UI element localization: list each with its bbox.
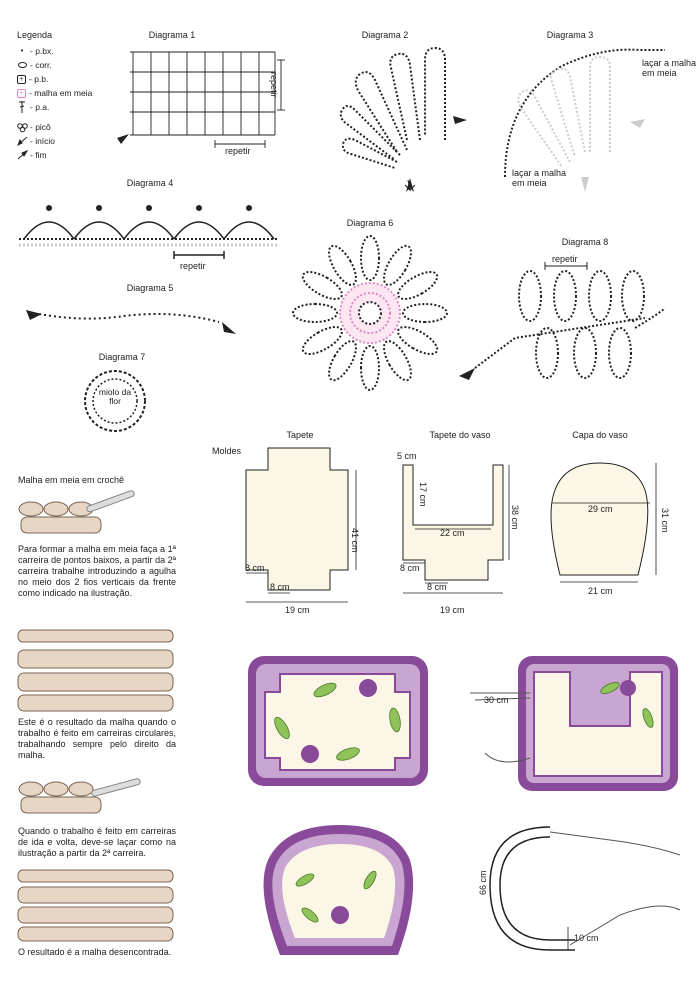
legend-item: - corr. [17, 58, 92, 72]
legend-item: - p.a. [17, 100, 92, 114]
legend-label: - p.b. [29, 74, 49, 84]
tapete-vaso-notch: 17 cm [418, 482, 428, 507]
diagram-4 [19, 205, 279, 259]
half-stitch-icon: + [17, 88, 26, 98]
tapete-width: 19 cm [285, 605, 310, 615]
tapete-title: Tapete [286, 430, 314, 440]
legend: Legenda • - p.bx. - corr. +- p.b. +- malh… [16, 30, 92, 162]
end-arrow-icon [17, 149, 28, 160]
tie-length: 66 cm [478, 870, 488, 895]
capa-pattern [550, 462, 657, 583]
tutorial-p4: O resultado é a malha desencontrada. [18, 947, 172, 957]
capa-height: 31 cm [660, 508, 670, 533]
diagram-6-title: Diagrama 6 [346, 218, 394, 228]
tapete-vaso-w2: 8 cm [427, 582, 447, 592]
diagram-1-title: Diagrama 1 [148, 30, 196, 40]
tutorial-illustration-1 [18, 490, 135, 534]
diagram-1-repeat-h: repetir [225, 146, 251, 156]
picot-icon [16, 122, 28, 132]
start-arrow-icon [16, 136, 27, 147]
capa-top: 29 cm [588, 504, 613, 514]
tutorial-title: Malha em meia em crochê [18, 475, 125, 485]
tie-gap: 10 cm [574, 933, 599, 943]
diagram-3 [504, 48, 665, 192]
tutorial-illustration-4 [17, 869, 174, 942]
tapete-w1: 8 cm [245, 563, 265, 573]
diagram-2 [339, 46, 467, 192]
legend-label: - corr. [30, 60, 52, 70]
capa-bottom: 21 cm [588, 586, 613, 596]
diagram-5-title: Diagrama 5 [126, 283, 174, 293]
diagram-1 [117, 51, 285, 148]
tapete-vaso-inner: 22 cm [440, 528, 465, 538]
legend-label: - malha em meia [29, 88, 93, 98]
diagram-5 [26, 310, 236, 334]
tapete-height: 41 cm [350, 528, 360, 553]
legend-item: • - p.bx. [17, 44, 92, 58]
diagram-4-repeat: repetir [180, 261, 206, 271]
tapete-vaso-top: 5 cm [397, 451, 417, 461]
capa-title: Capa do vaso [572, 430, 628, 440]
tutorial-illustration-2 [17, 629, 174, 712]
finished-tie [489, 826, 681, 951]
legend-item: - fim [17, 148, 92, 162]
legend-label: - p.a. [30, 102, 50, 112]
diagram-4-title: Diagrama 4 [126, 178, 174, 188]
tapete-vaso-width: 19 cm [440, 605, 465, 615]
tutorial-p3: Quando o trabalho é feito em carreiras d… [18, 826, 176, 858]
single-crochet-icon: + [17, 74, 26, 84]
diagram-7 [84, 370, 146, 432]
finished-vase-cover [263, 825, 414, 955]
double-crochet-icon [17, 101, 27, 113]
tutorial-illustration-3 [18, 778, 141, 814]
diagram-3-note-top: laçar a malha em meia [642, 58, 697, 78]
legend-label: - picô [30, 122, 51, 132]
legend-label: - p.bx. [30, 46, 54, 56]
chain-stitch-icon [17, 60, 27, 70]
cord-length: 30 cm [484, 695, 509, 705]
diagram-3-title: Diagrama 3 [546, 30, 594, 40]
diagram-3-note-bottom: laçar a malha em meia [512, 168, 567, 188]
diagram-7-title: Diagrama 7 [98, 352, 146, 362]
diagram-1-repeat-v: repetir [269, 72, 279, 98]
legend-item: +- p.b. [17, 72, 92, 86]
tutorial-p1: Para formar a malha em meia faça a 1ª ca… [18, 544, 176, 598]
diagram-8-title: Diagrama 8 [561, 237, 609, 247]
tutorial-p2: Este é o resultado da malha quando o tra… [18, 717, 176, 760]
diagram-6 [292, 235, 448, 391]
tapete-vaso-pattern [402, 464, 510, 594]
diagram-7-center: miolo da flor [98, 387, 132, 406]
finished-rug [248, 656, 428, 786]
tapete-vaso-height: 38 cm [510, 505, 520, 530]
diagram-8 [459, 262, 666, 380]
tapete-w2: 8 cm [270, 582, 290, 592]
legend-item: +- malha em meia [17, 86, 92, 100]
legend-item: - início [16, 134, 92, 148]
tapete-pattern [245, 447, 357, 603]
legend-label: - início [30, 136, 56, 146]
tapete-vaso-title: Tapete do vaso [429, 430, 491, 440]
tapete-vaso-w1: 8 cm [400, 563, 420, 573]
legend-label: - fim [30, 150, 47, 160]
slip-stitch-icon: • [20, 46, 24, 55]
legend-title: Legenda [17, 30, 53, 40]
diagram-2-title: Diagrama 2 [361, 30, 409, 40]
diagram-8-repeat: repetir [552, 254, 578, 264]
legend-item: - picô [16, 120, 92, 134]
patterns-title: Moldes [212, 446, 242, 456]
finished-vase-rug [470, 656, 678, 791]
